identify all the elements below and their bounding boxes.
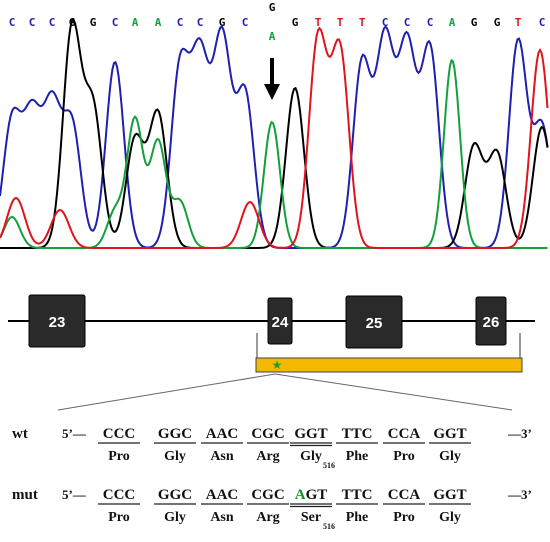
amino-acid: Gly bbox=[164, 449, 186, 464]
amino-acid: Ser bbox=[301, 510, 321, 525]
base-call: C bbox=[197, 16, 204, 29]
zoom-line-right bbox=[274, 373, 513, 411]
base-call: G bbox=[90, 16, 97, 29]
base-call: C bbox=[242, 16, 249, 29]
row-label: mut bbox=[12, 487, 38, 503]
codon: GGT bbox=[433, 487, 466, 503]
trace-T bbox=[0, 26, 549, 249]
codon-mutant: AGT bbox=[295, 487, 328, 503]
codon: CGC bbox=[251, 426, 284, 442]
amino-acid: Asn bbox=[210, 510, 234, 525]
exon-label: 23 bbox=[49, 314, 66, 331]
codon: CCC bbox=[103, 487, 136, 503]
amino-acid: Gly bbox=[439, 449, 461, 464]
three-prime-label: —3’ bbox=[507, 426, 532, 441]
base-call: C bbox=[404, 16, 411, 29]
base-call: T bbox=[315, 16, 322, 29]
amino-acid: Pro bbox=[393, 510, 415, 525]
codon: TTC bbox=[342, 426, 373, 442]
mutation-arrow-icon bbox=[264, 58, 280, 100]
three-prime-label: —3’ bbox=[507, 487, 532, 502]
amino-acid: Gly bbox=[300, 449, 322, 464]
base-call: G bbox=[494, 16, 501, 29]
exon-box bbox=[345, 295, 403, 349]
exon-26: 26 bbox=[475, 296, 507, 346]
base-call: C bbox=[539, 16, 546, 29]
five-prime-label: 5’— bbox=[62, 487, 87, 502]
exon-box bbox=[28, 294, 86, 348]
exon-24: 24 bbox=[267, 297, 293, 345]
exon-label: 26 bbox=[483, 314, 500, 331]
residue-number: 516 bbox=[323, 522, 335, 531]
base-call: G bbox=[471, 16, 478, 29]
amino-acid: Phe bbox=[346, 510, 369, 525]
amino-acid: Pro bbox=[108, 510, 130, 525]
amino-acid: Phe bbox=[346, 449, 369, 464]
codon: GGC bbox=[158, 426, 192, 442]
five-prime-label: 5’— bbox=[62, 426, 87, 441]
codon: TTC bbox=[342, 487, 373, 503]
codon-rest: GT bbox=[306, 487, 328, 503]
base-call: G bbox=[219, 16, 226, 29]
trace-G bbox=[0, 18, 549, 249]
codon: CCA bbox=[388, 426, 421, 442]
row-label: wt bbox=[12, 426, 28, 442]
base-call: C bbox=[9, 16, 16, 29]
codon: GGT bbox=[433, 426, 466, 442]
exon-label: 25 bbox=[366, 315, 383, 332]
codon: AAC bbox=[206, 487, 239, 503]
codon: CGC bbox=[251, 487, 284, 503]
amino-acid: Gly bbox=[439, 510, 461, 525]
codon: CCC bbox=[103, 426, 136, 442]
codon: CCA bbox=[388, 487, 421, 503]
base-call: C bbox=[49, 16, 56, 29]
mutation-star-icon: ★ bbox=[272, 358, 283, 372]
zoom-line-left bbox=[57, 373, 276, 411]
alignment-row-mut: mut 5’— —3’ CCC Pro GGC Gly AAC Asn CGC Arg AGT Ser5… bbox=[12, 487, 532, 531]
base-call: G bbox=[292, 16, 299, 29]
base-call: T bbox=[515, 16, 522, 29]
exon-box bbox=[475, 296, 507, 346]
residue-number: 516 bbox=[323, 461, 335, 470]
base-call: A bbox=[155, 16, 162, 29]
base-call: C bbox=[29, 16, 36, 29]
base-call: C bbox=[177, 16, 184, 29]
amino-acid: Gly bbox=[164, 510, 186, 525]
codon: GGC bbox=[158, 487, 192, 503]
base-call: A bbox=[132, 16, 139, 29]
het-top-base: G bbox=[269, 1, 276, 14]
exon-label: 24 bbox=[272, 314, 289, 331]
gene-map: 23 24 25 26 ★ bbox=[8, 294, 535, 411]
base-call: T bbox=[337, 16, 344, 29]
base-call: C bbox=[427, 16, 434, 29]
base-call: A bbox=[449, 16, 456, 29]
base-call: C bbox=[112, 16, 119, 29]
amino-acid: Pro bbox=[393, 449, 415, 464]
amino-acid: Arg bbox=[256, 510, 279, 525]
heterozygous-call: G A bbox=[269, 1, 276, 43]
amino-acid: Arg bbox=[256, 449, 279, 464]
codon: AAC bbox=[206, 426, 239, 442]
trace-area bbox=[0, 18, 549, 249]
base-call: T bbox=[359, 16, 366, 29]
exon-box bbox=[267, 297, 293, 345]
base-call: C bbox=[382, 16, 389, 29]
amino-acid: Asn bbox=[210, 449, 234, 464]
exon-25: 25 bbox=[345, 295, 403, 349]
codon: GGT bbox=[294, 426, 327, 442]
amplified-region-bar bbox=[255, 357, 523, 373]
exon-23: 23 bbox=[28, 294, 86, 348]
mutant-base: A bbox=[295, 487, 306, 503]
amino-acid: Pro bbox=[108, 449, 130, 464]
het-bottom-base: A bbox=[269, 30, 276, 43]
